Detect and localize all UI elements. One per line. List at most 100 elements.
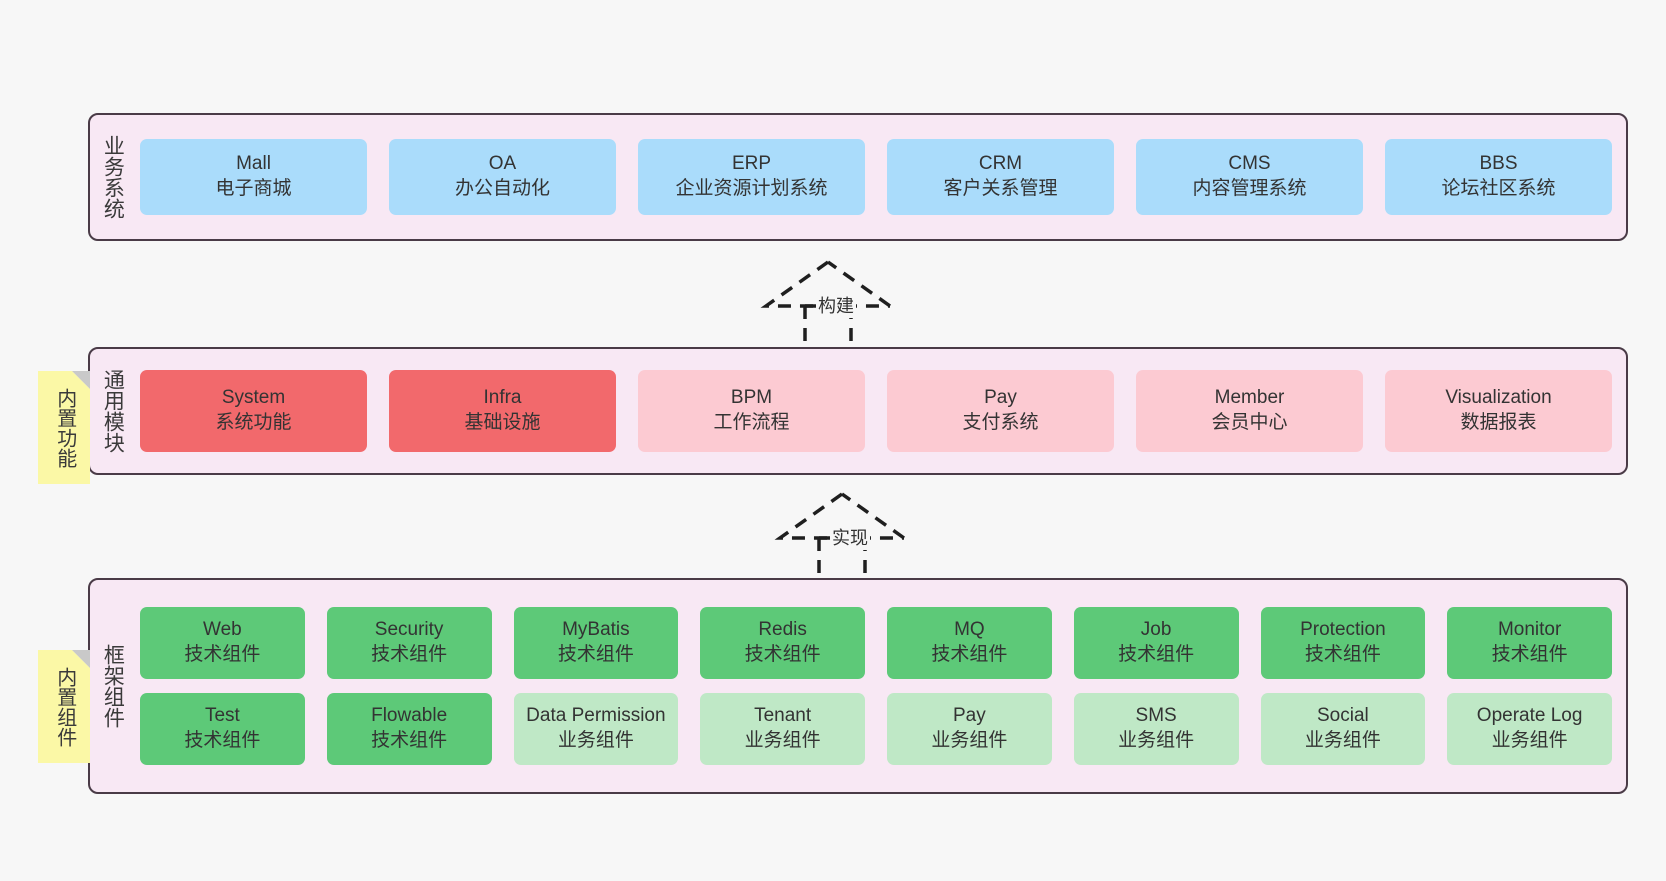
layer-framework-component: 框架组件 Web 技术组件 Security 技术组件 MyBatis 技术组件… [88,578,1628,794]
node-bpm-cn: 工作流程 [713,412,790,433]
node-monitor-cn: 技术组件 [1491,644,1568,665]
layer-common-module: 通用模块 System 系统功能 Infra 基础设施 BPM 工作流程 Pay… [88,347,1628,475]
node-crm-cn: 客户关系管理 [943,178,1058,199]
node-security-cn: 技术组件 [371,644,448,665]
node-system[interactable]: System 系统功能 [140,370,367,452]
note-builtin-features: 内置功能 [38,371,90,484]
node-pay-component[interactable]: Pay 业务组件 [887,693,1052,765]
business-row: Mall 电子商城 OA 办公自动化 ERP 企业资源计划系统 CRM 客户关系… [140,139,1612,215]
node-sms-en: SMS [1135,705,1177,727]
node-member-en: Member [1214,387,1285,409]
node-bpm[interactable]: BPM 工作流程 [638,370,865,452]
node-bbs[interactable]: BBS 论坛社区系统 [1385,139,1612,215]
node-flowable-cn: 技术组件 [371,730,448,751]
node-operate-log-cn: 业务组件 [1491,730,1568,751]
node-mq-cn: 技术组件 [931,644,1008,665]
node-sms-cn: 业务组件 [1118,730,1195,751]
node-tenant[interactable]: Tenant 业务组件 [700,693,865,765]
node-member[interactable]: Member 会员中心 [1136,370,1363,452]
node-pay-module-cn: 支付系统 [962,412,1039,433]
module-row: System 系统功能 Infra 基础设施 BPM 工作流程 Pay 支付系统… [140,370,1612,452]
node-operate-log[interactable]: Operate Log 业务组件 [1447,693,1612,765]
node-data-permission[interactable]: Data Permission 业务组件 [513,693,679,765]
node-member-cn: 会员中心 [1211,412,1288,433]
node-flowable-en: Flowable [371,705,448,727]
node-mybatis-en: MyBatis [562,619,630,641]
node-cms[interactable]: CMS 内容管理系统 [1136,139,1363,215]
node-infra[interactable]: Infra 基础设施 [389,370,616,452]
node-oa-en: OA [488,153,517,175]
node-pay-module-en: Pay [984,387,1017,409]
node-visualization-en: Visualization [1445,387,1552,409]
node-visualization-cn: 数据报表 [1460,412,1537,433]
node-redis[interactable]: Redis 技术组件 [700,607,865,679]
node-oa-cn: 办公自动化 [454,178,550,199]
node-protection-cn: 技术组件 [1304,644,1381,665]
node-test[interactable]: Test 技术组件 [140,693,305,765]
node-mall-en: Mall [236,153,271,175]
note-builtin-components-text: 内置组件 [53,666,76,747]
node-job-cn: 技术组件 [1118,644,1195,665]
node-monitor-en: Monitor [1497,619,1562,641]
node-pay-module[interactable]: Pay 支付系统 [887,370,1114,452]
node-mybatis[interactable]: MyBatis 技术组件 [513,607,679,679]
node-bbs-en: BBS [1479,153,1518,175]
node-monitor[interactable]: Monitor 技术组件 [1447,607,1612,679]
framework-tech-row: Web 技术组件 Security 技术组件 MyBatis 技术组件 Redi… [140,607,1612,679]
node-redis-en: Redis [758,619,807,641]
node-system-en: System [221,387,286,409]
node-tenant-en: Tenant [754,705,812,727]
node-visualization[interactable]: Visualization 数据报表 [1385,370,1612,452]
layer-framework-component-label: 框架组件 [101,644,125,728]
note-builtin-features-text: 内置功能 [53,387,76,468]
node-web[interactable]: Web 技术组件 [140,607,305,679]
node-job[interactable]: Job 技术组件 [1073,607,1239,679]
node-test-cn: 技术组件 [184,730,261,751]
node-sms[interactable]: SMS 业务组件 [1073,693,1239,765]
node-cms-en: CMS [1228,153,1271,175]
node-protection[interactable]: Protection 技术组件 [1260,607,1426,679]
layer-common-module-body: System 系统功能 Infra 基础设施 BPM 工作流程 Pay 支付系统… [134,349,1626,473]
node-web-en: Web [203,619,242,641]
node-cms-cn: 内容管理系统 [1192,178,1307,199]
node-bbs-cn: 论坛社区系统 [1441,178,1556,199]
node-infra-en: Infra [483,387,522,409]
node-job-en: Job [1140,619,1172,641]
node-system-cn: 系统功能 [215,412,292,433]
note-builtin-components: 内置组件 [38,650,90,763]
node-flowable[interactable]: Flowable 技术组件 [326,693,492,765]
framework-business-row: Test 技术组件 Flowable 技术组件 Data Permission … [140,693,1612,765]
node-crm[interactable]: CRM 客户关系管理 [887,139,1114,215]
node-erp[interactable]: ERP 企业资源计划系统 [638,139,865,215]
node-mall[interactable]: Mall 电子商城 [140,139,367,215]
node-mq-en: MQ [954,619,985,641]
connector-implement: 实现 [762,490,922,582]
node-security-en: Security [374,619,444,641]
node-redis-cn: 技术组件 [744,644,821,665]
connector-implement-label: 实现 [830,524,870,550]
node-mq[interactable]: MQ 技术组件 [887,607,1052,679]
node-test-en: Test [204,705,240,727]
node-pay-component-en: Pay [953,705,986,727]
node-tenant-cn: 业务组件 [744,730,821,751]
layer-business-system-body: Mall 电子商城 OA 办公自动化 ERP 企业资源计划系统 CRM 客户关系… [134,115,1626,239]
node-social-cn: 业务组件 [1304,730,1381,751]
layer-business-system: 业务系统 Mall 电子商城 OA 办公自动化 ERP 企业资源计划系统 CRM… [88,113,1628,241]
node-operate-log-en: Operate Log [1476,705,1583,727]
connector-build: 构建 [748,258,908,350]
node-social-en: Social [1317,705,1369,727]
node-erp-en: ERP [731,153,772,175]
node-oa[interactable]: OA 办公自动化 [389,139,616,215]
node-social[interactable]: Social 业务组件 [1260,693,1426,765]
node-data-permission-en: Data Permission [526,705,666,727]
connector-build-label: 构建 [816,292,856,318]
node-erp-cn: 企业资源计划系统 [675,178,828,199]
node-pay-component-cn: 业务组件 [931,730,1008,751]
node-mybatis-cn: 技术组件 [557,644,634,665]
node-infra-cn: 基础设施 [464,412,541,433]
node-bpm-en: BPM [730,387,773,409]
layer-common-module-label: 通用模块 [101,369,125,453]
node-security[interactable]: Security 技术组件 [326,607,492,679]
node-web-cn: 技术组件 [184,644,261,665]
